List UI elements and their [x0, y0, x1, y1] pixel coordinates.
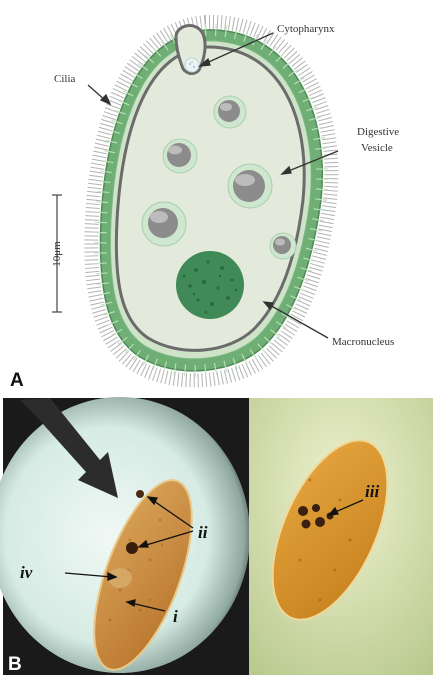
vesicle — [142, 202, 186, 246]
macronucleus-label: Macronucleus — [332, 336, 394, 348]
panel-a: 10μm Cytopharynx Cilia Digestive Vesicle… — [10, 22, 399, 391]
panel-b-letter: B — [8, 654, 22, 675]
vesicle — [163, 139, 197, 173]
cytopharynx-label: Cytopharynx — [277, 23, 335, 35]
label-iv: iv — [20, 563, 33, 582]
cilia-label: Cilia — [54, 73, 76, 85]
digestive-vesicle-label-line2: Vesicle — [361, 142, 393, 154]
label-ii: ii — [198, 523, 208, 542]
micrograph-right — [249, 398, 433, 675]
vesicle — [270, 233, 296, 259]
label-iii: iii — [365, 482, 379, 501]
panel-a-letter: A — [10, 370, 24, 391]
nucleus-spot — [126, 542, 138, 554]
micrograph-left: B — [0, 397, 250, 677]
macronucleus — [176, 251, 244, 319]
scale-label: 10μm — [51, 241, 63, 267]
vesicle — [214, 96, 246, 128]
vesicle — [228, 164, 272, 208]
digestive-vesicle-label-line1: Digestive — [357, 126, 399, 138]
label-i: i — [173, 607, 178, 626]
nucleus-spot — [136, 490, 144, 498]
panel-b: B ii i — [0, 397, 433, 677]
